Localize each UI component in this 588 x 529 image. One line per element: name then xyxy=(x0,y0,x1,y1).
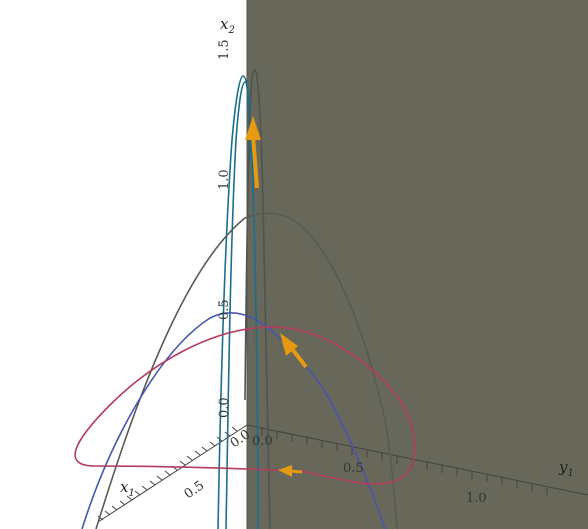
trajectory-crimson-loop xyxy=(74,326,416,485)
arrow-top xyxy=(245,116,261,189)
x2-tick-1.0: 1.0 xyxy=(217,169,232,190)
arrow-bottom xyxy=(278,465,303,477)
x2-tick-labels: 1.5 1.0 0.5 0.0 xyxy=(217,39,232,418)
direction-arrows xyxy=(245,116,308,477)
y1-tick-labels: 0.0 0.5 1.0 xyxy=(252,434,487,506)
y1-tick-0.0: 0.0 xyxy=(252,434,273,449)
trajectories xyxy=(74,69,416,529)
x2-tick-0.5: 0.5 xyxy=(217,299,232,320)
x1-tick-0.5: 0.5 xyxy=(182,478,208,502)
x1-tick-labels: 0.0 0.5 xyxy=(182,427,254,502)
arrow-middle xyxy=(280,333,308,369)
x2-tick-0.0: 0.0 xyxy=(217,397,232,418)
trajectory-tall-cyan xyxy=(217,75,259,529)
x2-axis-label: x2 xyxy=(220,15,235,36)
trajectory-tall-dark xyxy=(244,69,271,529)
back-panel xyxy=(247,0,588,529)
x1-axis xyxy=(97,424,248,523)
y1-axis-label: y1 xyxy=(558,458,574,479)
y1-tick-0.5: 0.5 xyxy=(343,461,364,476)
x1-axis-label: x1 xyxy=(120,478,135,499)
y1-tick-1.0: 1.0 xyxy=(466,491,487,506)
x2-tick-1.5: 1.5 xyxy=(217,39,232,60)
trajectory-mid-grey xyxy=(95,212,398,529)
trajectory-tall-cyan-inner xyxy=(225,81,251,529)
trajectory-blue-loop xyxy=(81,312,386,529)
